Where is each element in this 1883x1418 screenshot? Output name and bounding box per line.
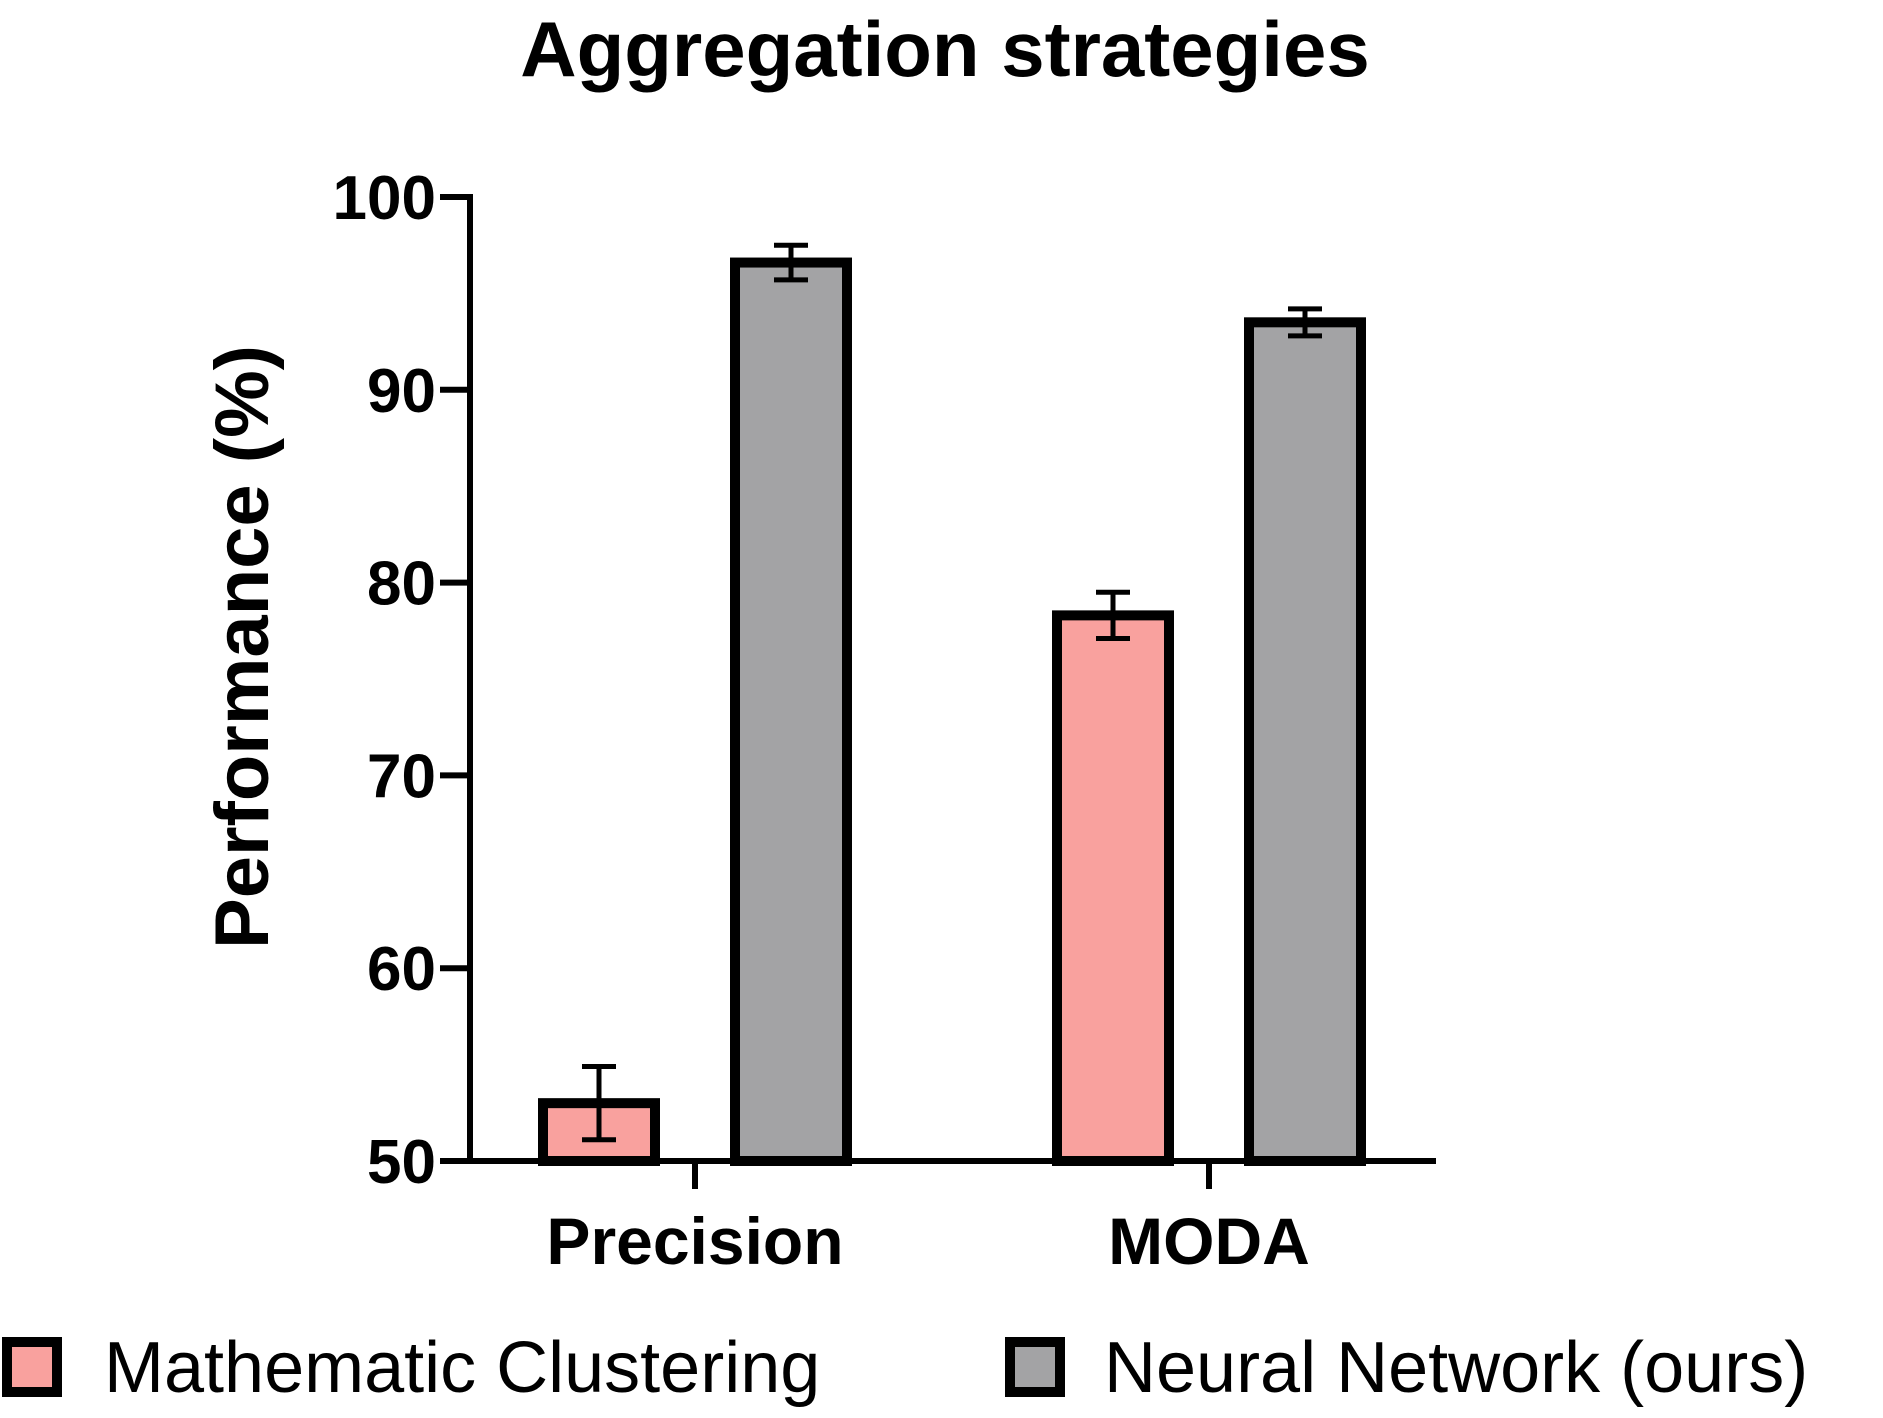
bar-neural-network-moda xyxy=(1244,317,1366,1166)
chart-title: Aggregation strategies xyxy=(520,5,1370,93)
plot-area xyxy=(538,242,1366,1167)
y-tick-label: 70 xyxy=(367,742,436,811)
y-tick-label: 90 xyxy=(367,357,436,426)
bar-neural-network-precision xyxy=(730,257,852,1166)
legend-swatch xyxy=(1005,1337,1065,1397)
y-tick-label: 80 xyxy=(367,550,436,619)
legend-label: Mathematic Clustering xyxy=(104,1328,820,1408)
x-category-label: Precision xyxy=(546,1204,843,1278)
x-category-label: MODA xyxy=(1108,1204,1310,1278)
legend: Mathematic Clustering Neural Network (our… xyxy=(2,1328,1808,1408)
y-tick-label: 100 xyxy=(333,164,436,233)
legend-swatch xyxy=(2,1337,62,1397)
y-tick-label: 60 xyxy=(367,935,436,1004)
bar-mathematic-clustering-moda xyxy=(1052,610,1174,1166)
y-tick-label: 50 xyxy=(367,1128,436,1197)
y-axis-label: Performance (%) xyxy=(200,345,285,949)
legend-label: Neural Network (ours) xyxy=(1104,1328,1808,1408)
